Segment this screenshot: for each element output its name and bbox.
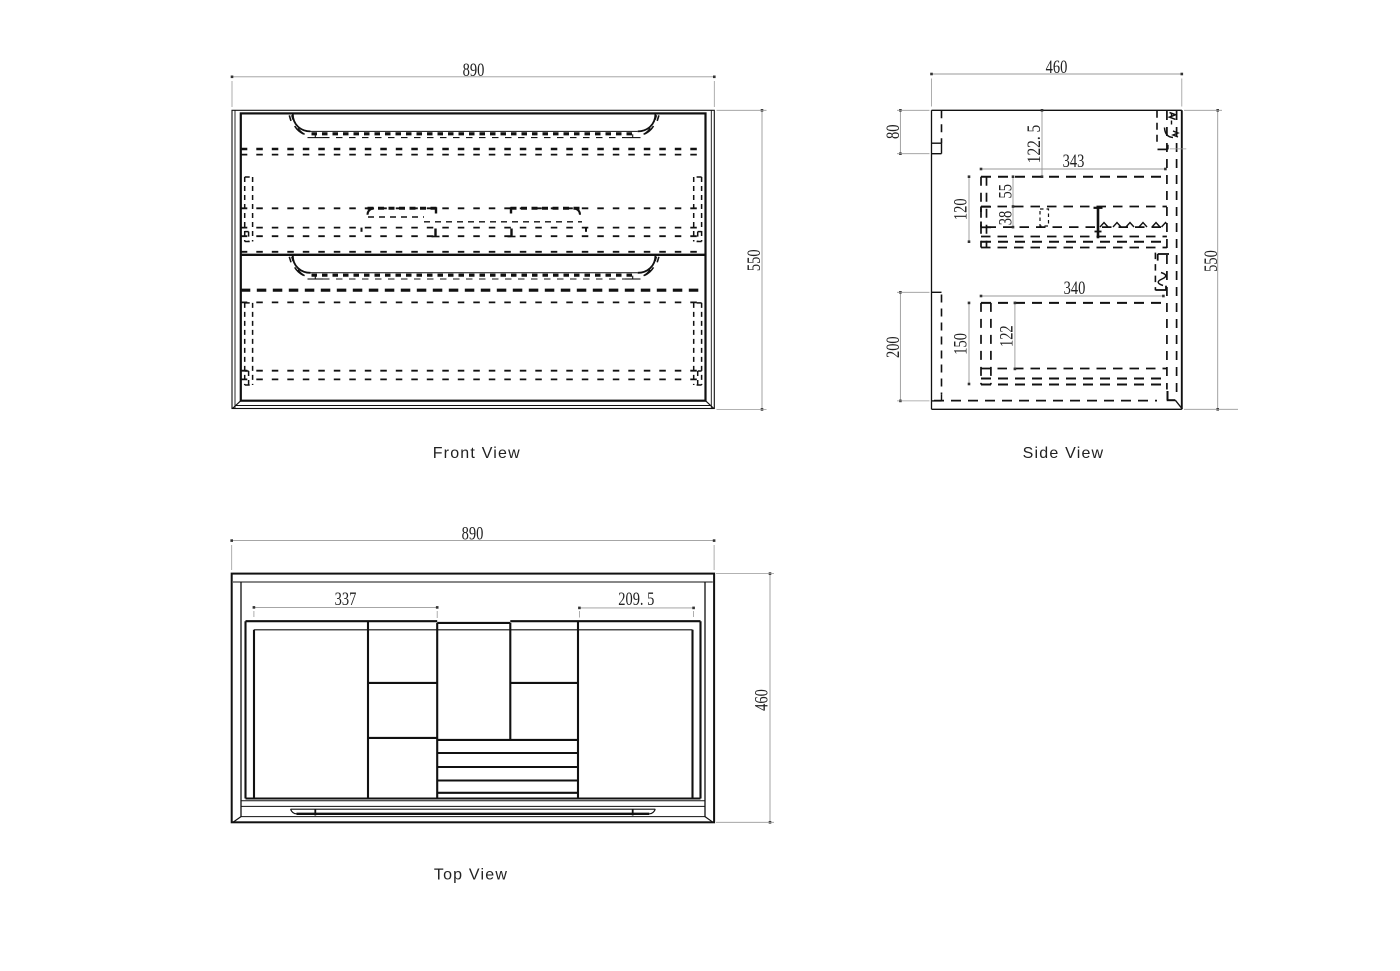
svg-text:38: 38 bbox=[996, 211, 1017, 226]
svg-text:55: 55 bbox=[996, 184, 1017, 199]
svg-text:150: 150 bbox=[951, 333, 972, 355]
svg-text:120: 120 bbox=[951, 198, 972, 220]
svg-text:Side View: Side View bbox=[1023, 445, 1105, 462]
svg-text:122: 122 bbox=[996, 325, 1017, 347]
svg-text:460: 460 bbox=[1046, 57, 1068, 78]
svg-text:460: 460 bbox=[752, 689, 773, 711]
svg-text:340: 340 bbox=[1064, 278, 1086, 299]
svg-text:890: 890 bbox=[462, 523, 484, 544]
svg-text:337: 337 bbox=[335, 589, 357, 610]
svg-text:200: 200 bbox=[883, 336, 904, 358]
svg-text:890: 890 bbox=[463, 60, 485, 81]
svg-text:Front View: Front View bbox=[433, 445, 521, 462]
svg-text:Top View: Top View bbox=[434, 866, 508, 883]
svg-text:209. 5: 209. 5 bbox=[618, 589, 654, 610]
svg-text:550: 550 bbox=[1201, 250, 1222, 272]
svg-text:80: 80 bbox=[883, 125, 904, 140]
svg-text:550: 550 bbox=[744, 249, 765, 271]
svg-text:343: 343 bbox=[1063, 151, 1085, 172]
svg-text:122. 5: 122. 5 bbox=[1024, 125, 1045, 164]
